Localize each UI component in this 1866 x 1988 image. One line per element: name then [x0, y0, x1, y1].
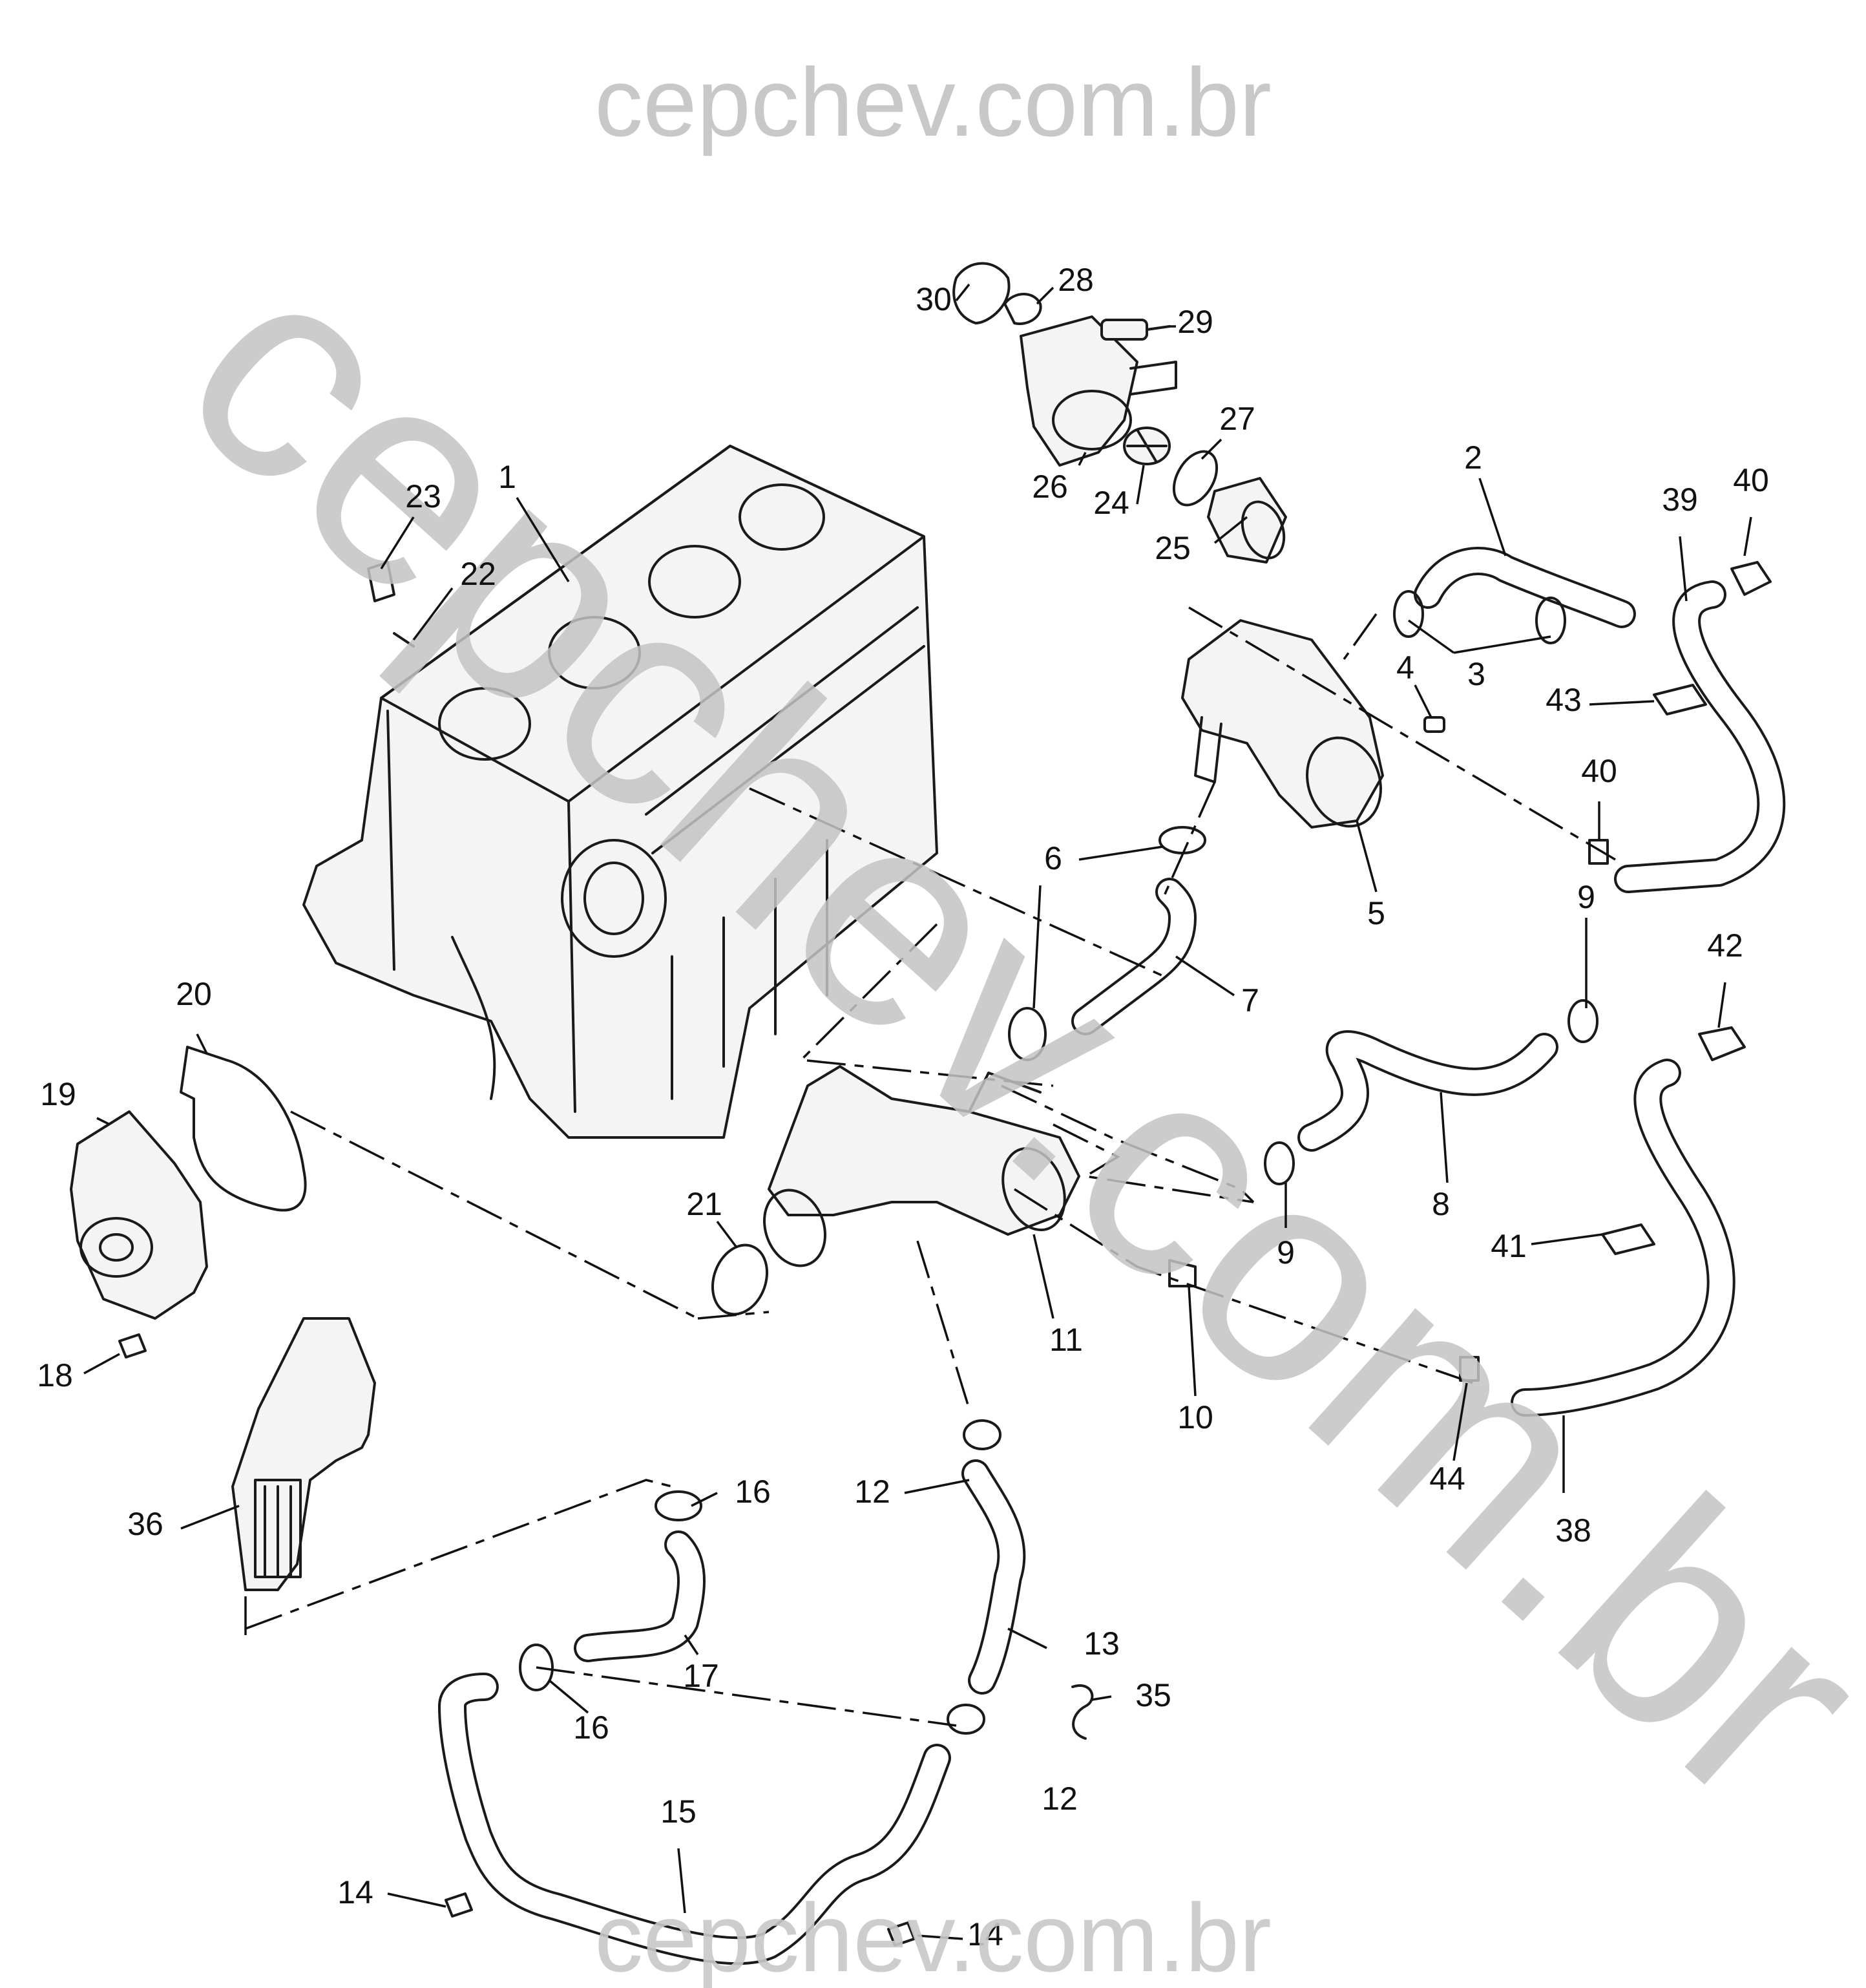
hose-8	[1297, 1030, 1558, 1152]
callout-11: 11	[1049, 1322, 1083, 1358]
callout-14-left: 14	[337, 1874, 373, 1910]
gasket-28	[1003, 293, 1042, 325]
clamp-3b	[1535, 597, 1566, 644]
callout-21: 21	[686, 1186, 722, 1222]
seal-ring-27	[1172, 450, 1219, 507]
callout-2: 2	[1464, 439, 1482, 476]
callout-24: 24	[1093, 485, 1129, 521]
gasket-20	[180, 1046, 307, 1212]
clamp-16b	[519, 1644, 554, 1691]
callout-19: 19	[40, 1076, 76, 1112]
callout-42: 42	[1707, 927, 1743, 964]
outlet-25	[1207, 477, 1287, 564]
pin-22	[393, 632, 415, 648]
callout-13: 13	[1084, 1625, 1120, 1662]
callout-22: 22	[460, 556, 496, 592]
callout-41: 41	[1491, 1228, 1527, 1264]
clip-40a	[1730, 561, 1772, 596]
engine-block	[302, 445, 938, 1139]
coolant-outlet-housing	[1181, 619, 1384, 829]
clamp-12a	[963, 1419, 1001, 1450]
hose-2	[1414, 547, 1636, 628]
callout-35: 35	[1135, 1677, 1171, 1713]
callout-9-lower: 9	[1277, 1234, 1295, 1271]
clamp-16a	[655, 1490, 702, 1521]
sensor-29	[1100, 319, 1171, 341]
coolant-pipe-11	[762, 1065, 1080, 1267]
callout-20: 20	[176, 976, 212, 1012]
callout-9-upper: 9	[1577, 879, 1595, 915]
callout-18: 18	[37, 1357, 73, 1393]
hose-17	[574, 1530, 706, 1662]
sensor-23	[367, 561, 395, 602]
callout-40-lower: 40	[1581, 753, 1617, 789]
seal-ring-21	[711, 1243, 769, 1316]
water-pump-19	[70, 1110, 208, 1320]
watermark-bottom: cepchev.com.br	[594, 1883, 1272, 1988]
callout-25: 25	[1155, 530, 1191, 566]
oil-cooler-36	[231, 1317, 376, 1591]
callout-4: 4	[1396, 650, 1414, 686]
hose-38	[1511, 1059, 1735, 1417]
callout-7: 7	[1241, 982, 1259, 1019]
assembly-lines	[244, 606, 1616, 1727]
callout-numbers: 1 2 3 4 5 6 7 8 9 9 10 11 12 12 13 14 14…	[37, 262, 1769, 1952]
clip-41	[1601, 1223, 1655, 1255]
callout-23: 23	[405, 478, 441, 514]
callout-3: 3	[1467, 656, 1485, 692]
callout-44: 44	[1429, 1461, 1465, 1497]
clamp-9b	[1264, 1141, 1295, 1185]
callout-28: 28	[1058, 262, 1094, 298]
clip-42	[1698, 1026, 1746, 1061]
callout-10: 10	[1177, 1399, 1213, 1435]
callout-16-upper: 16	[735, 1474, 771, 1510]
clamp-12b	[947, 1704, 985, 1735]
hose-7	[1071, 878, 1197, 1035]
callout-12-upper: 12	[854, 1474, 890, 1510]
clamp-6b	[1008, 1007, 1047, 1061]
callout-39: 39	[1662, 481, 1698, 518]
callout-1: 1	[498, 459, 516, 495]
callout-17: 17	[683, 1658, 719, 1694]
clip-40b	[1588, 839, 1609, 865]
callout-29: 29	[1177, 304, 1213, 340]
hose-39	[1614, 580, 1786, 893]
callout-8: 8	[1432, 1186, 1450, 1222]
callout-5: 5	[1367, 895, 1385, 931]
callout-16-lower: 16	[573, 1709, 609, 1746]
callout-30: 30	[916, 281, 952, 317]
callout-15: 15	[660, 1793, 697, 1830]
callout-14-right: 14	[967, 1916, 1003, 1952]
callout-26: 26	[1032, 469, 1068, 505]
clip-4	[1423, 716, 1445, 733]
gasket-30	[952, 262, 1011, 324]
callout-36: 36	[127, 1506, 163, 1542]
clamp-6a	[1158, 826, 1206, 854]
bolt-18	[118, 1333, 147, 1359]
leader-lines	[83, 283, 1752, 1940]
callout-40-upper: 40	[1733, 462, 1769, 498]
watermark-top: cepchev.com.br	[594, 48, 1272, 156]
clip-43	[1653, 684, 1707, 715]
clamp-9a	[1567, 999, 1599, 1043]
hose-15	[438, 1673, 951, 1965]
clip-44	[1459, 1356, 1480, 1382]
callout-43: 43	[1546, 682, 1582, 718]
callout-38: 38	[1555, 1512, 1591, 1549]
callout-6: 6	[1044, 840, 1062, 876]
callout-27: 27	[1219, 401, 1255, 437]
bolt-14a	[445, 1892, 473, 1918]
hose-13	[961, 1459, 1026, 1695]
clip-35	[1071, 1684, 1094, 1740]
callout-12-lower: 12	[1042, 1781, 1078, 1817]
clamp-3a	[1393, 590, 1424, 638]
bolt-14b	[887, 1921, 916, 1947]
thermostat-24	[1123, 427, 1171, 465]
